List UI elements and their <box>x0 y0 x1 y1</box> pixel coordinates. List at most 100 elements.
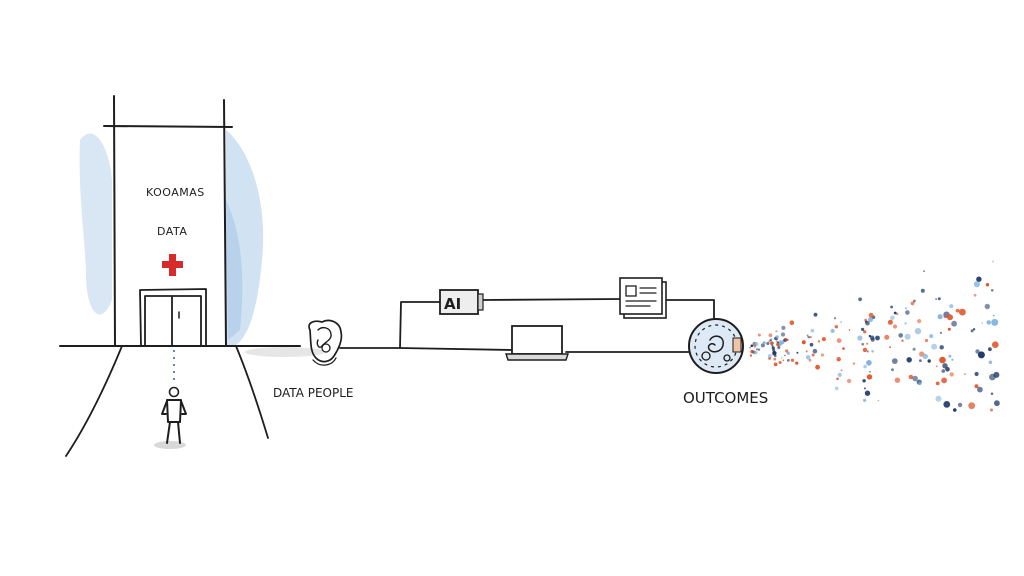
particle-dot <box>875 335 880 341</box>
particle-dot <box>955 308 960 313</box>
particle-dot <box>836 377 839 381</box>
particle-dot <box>760 343 766 348</box>
particle-dot <box>927 359 931 363</box>
particle-dot <box>767 354 772 359</box>
particle-dot <box>858 297 862 302</box>
particle-dot <box>866 360 872 366</box>
particle-dot <box>796 351 799 354</box>
particle-dot <box>896 312 899 316</box>
particle-dot <box>817 340 821 343</box>
particle-dot <box>754 350 758 355</box>
particle-dot <box>968 402 976 410</box>
document-icon <box>619 277 667 319</box>
particle-dot <box>949 372 954 377</box>
particle-dot <box>753 344 757 348</box>
person-icon <box>161 386 187 444</box>
particle-dot <box>807 336 810 339</box>
particle-dot <box>775 335 779 339</box>
ground-shadow <box>245 347 325 357</box>
particle-dot <box>762 341 766 345</box>
particle-dot <box>866 350 869 353</box>
particle-dot <box>795 361 799 365</box>
particle-dot <box>781 357 783 359</box>
particle-dot <box>889 346 891 349</box>
particle-dot <box>923 270 925 273</box>
laptop-icon <box>505 325 569 361</box>
particle-dot <box>976 276 982 282</box>
particle-dot <box>770 341 774 345</box>
particle-dot <box>922 353 928 360</box>
particle-dot <box>786 338 789 342</box>
particle-dot <box>757 348 761 351</box>
particle-dot <box>790 358 795 362</box>
particle-dot <box>846 378 852 384</box>
particle-dot <box>937 314 943 320</box>
particle-dot <box>840 321 842 323</box>
particle-dot <box>904 322 907 325</box>
particle-dot <box>994 400 1000 407</box>
head-gears-icon <box>308 319 343 366</box>
particle-dot <box>768 333 773 338</box>
particle-dot <box>782 359 785 362</box>
particle-dot <box>939 331 943 334</box>
particle-dot <box>785 349 789 353</box>
particle-dot <box>750 344 754 348</box>
particle-dot <box>891 368 894 372</box>
particle-dot <box>990 408 993 412</box>
particle-dot <box>951 358 954 361</box>
particle-dot <box>864 390 871 396</box>
particle-dot <box>912 347 916 351</box>
particle-dot <box>863 387 866 390</box>
particle-dot <box>935 395 942 402</box>
particle-dot <box>977 386 983 393</box>
particle-dot <box>887 319 893 325</box>
particle-dot <box>918 382 922 386</box>
particle-dot <box>947 314 953 321</box>
particle-dot <box>772 348 776 352</box>
particle-dot <box>953 408 957 412</box>
particle-dot <box>984 303 990 310</box>
particle-dot <box>833 317 837 320</box>
ai-chip-label: AI <box>444 295 461 313</box>
particle-dot <box>777 341 779 344</box>
particle-dot <box>942 363 948 369</box>
particle-dot <box>992 341 999 349</box>
particle-dot <box>775 330 778 333</box>
particle-dot <box>869 370 871 373</box>
particle-dot <box>992 314 995 317</box>
particle-dot <box>890 305 893 309</box>
particle-dot <box>945 367 950 372</box>
particle-dot <box>991 318 999 326</box>
particle-dot <box>985 283 990 287</box>
particle-dot <box>981 322 984 324</box>
ai-chip-icon <box>439 289 484 315</box>
particle-dot <box>773 357 777 361</box>
particle-dot <box>806 334 809 337</box>
particle-dot <box>809 342 814 347</box>
particle-dot <box>861 342 864 346</box>
particle-dot <box>937 297 941 301</box>
particle-dot <box>908 374 914 380</box>
particle-dot <box>786 359 790 362</box>
particle-dot <box>990 289 994 292</box>
particle-dot <box>836 357 841 362</box>
particle-dot <box>964 373 966 376</box>
outcomes-label: OUTCOMES <box>683 389 768 407</box>
particle-dot <box>914 327 922 335</box>
particle-dot <box>778 361 782 364</box>
particle-dot <box>904 307 908 310</box>
particle-dot <box>773 362 778 367</box>
particle-dot <box>811 353 815 357</box>
particle-dot <box>920 288 925 293</box>
particle-dot <box>951 320 957 327</box>
particle-dot <box>821 337 826 342</box>
particle-dot <box>941 377 947 384</box>
particle-dot <box>863 364 867 369</box>
particle-dot <box>774 354 777 358</box>
particle-dot <box>809 336 812 339</box>
particle-dot <box>755 348 759 351</box>
particle-dot <box>770 338 773 341</box>
particle-dot <box>840 369 843 372</box>
building-sign-line2: DATA <box>157 225 187 238</box>
